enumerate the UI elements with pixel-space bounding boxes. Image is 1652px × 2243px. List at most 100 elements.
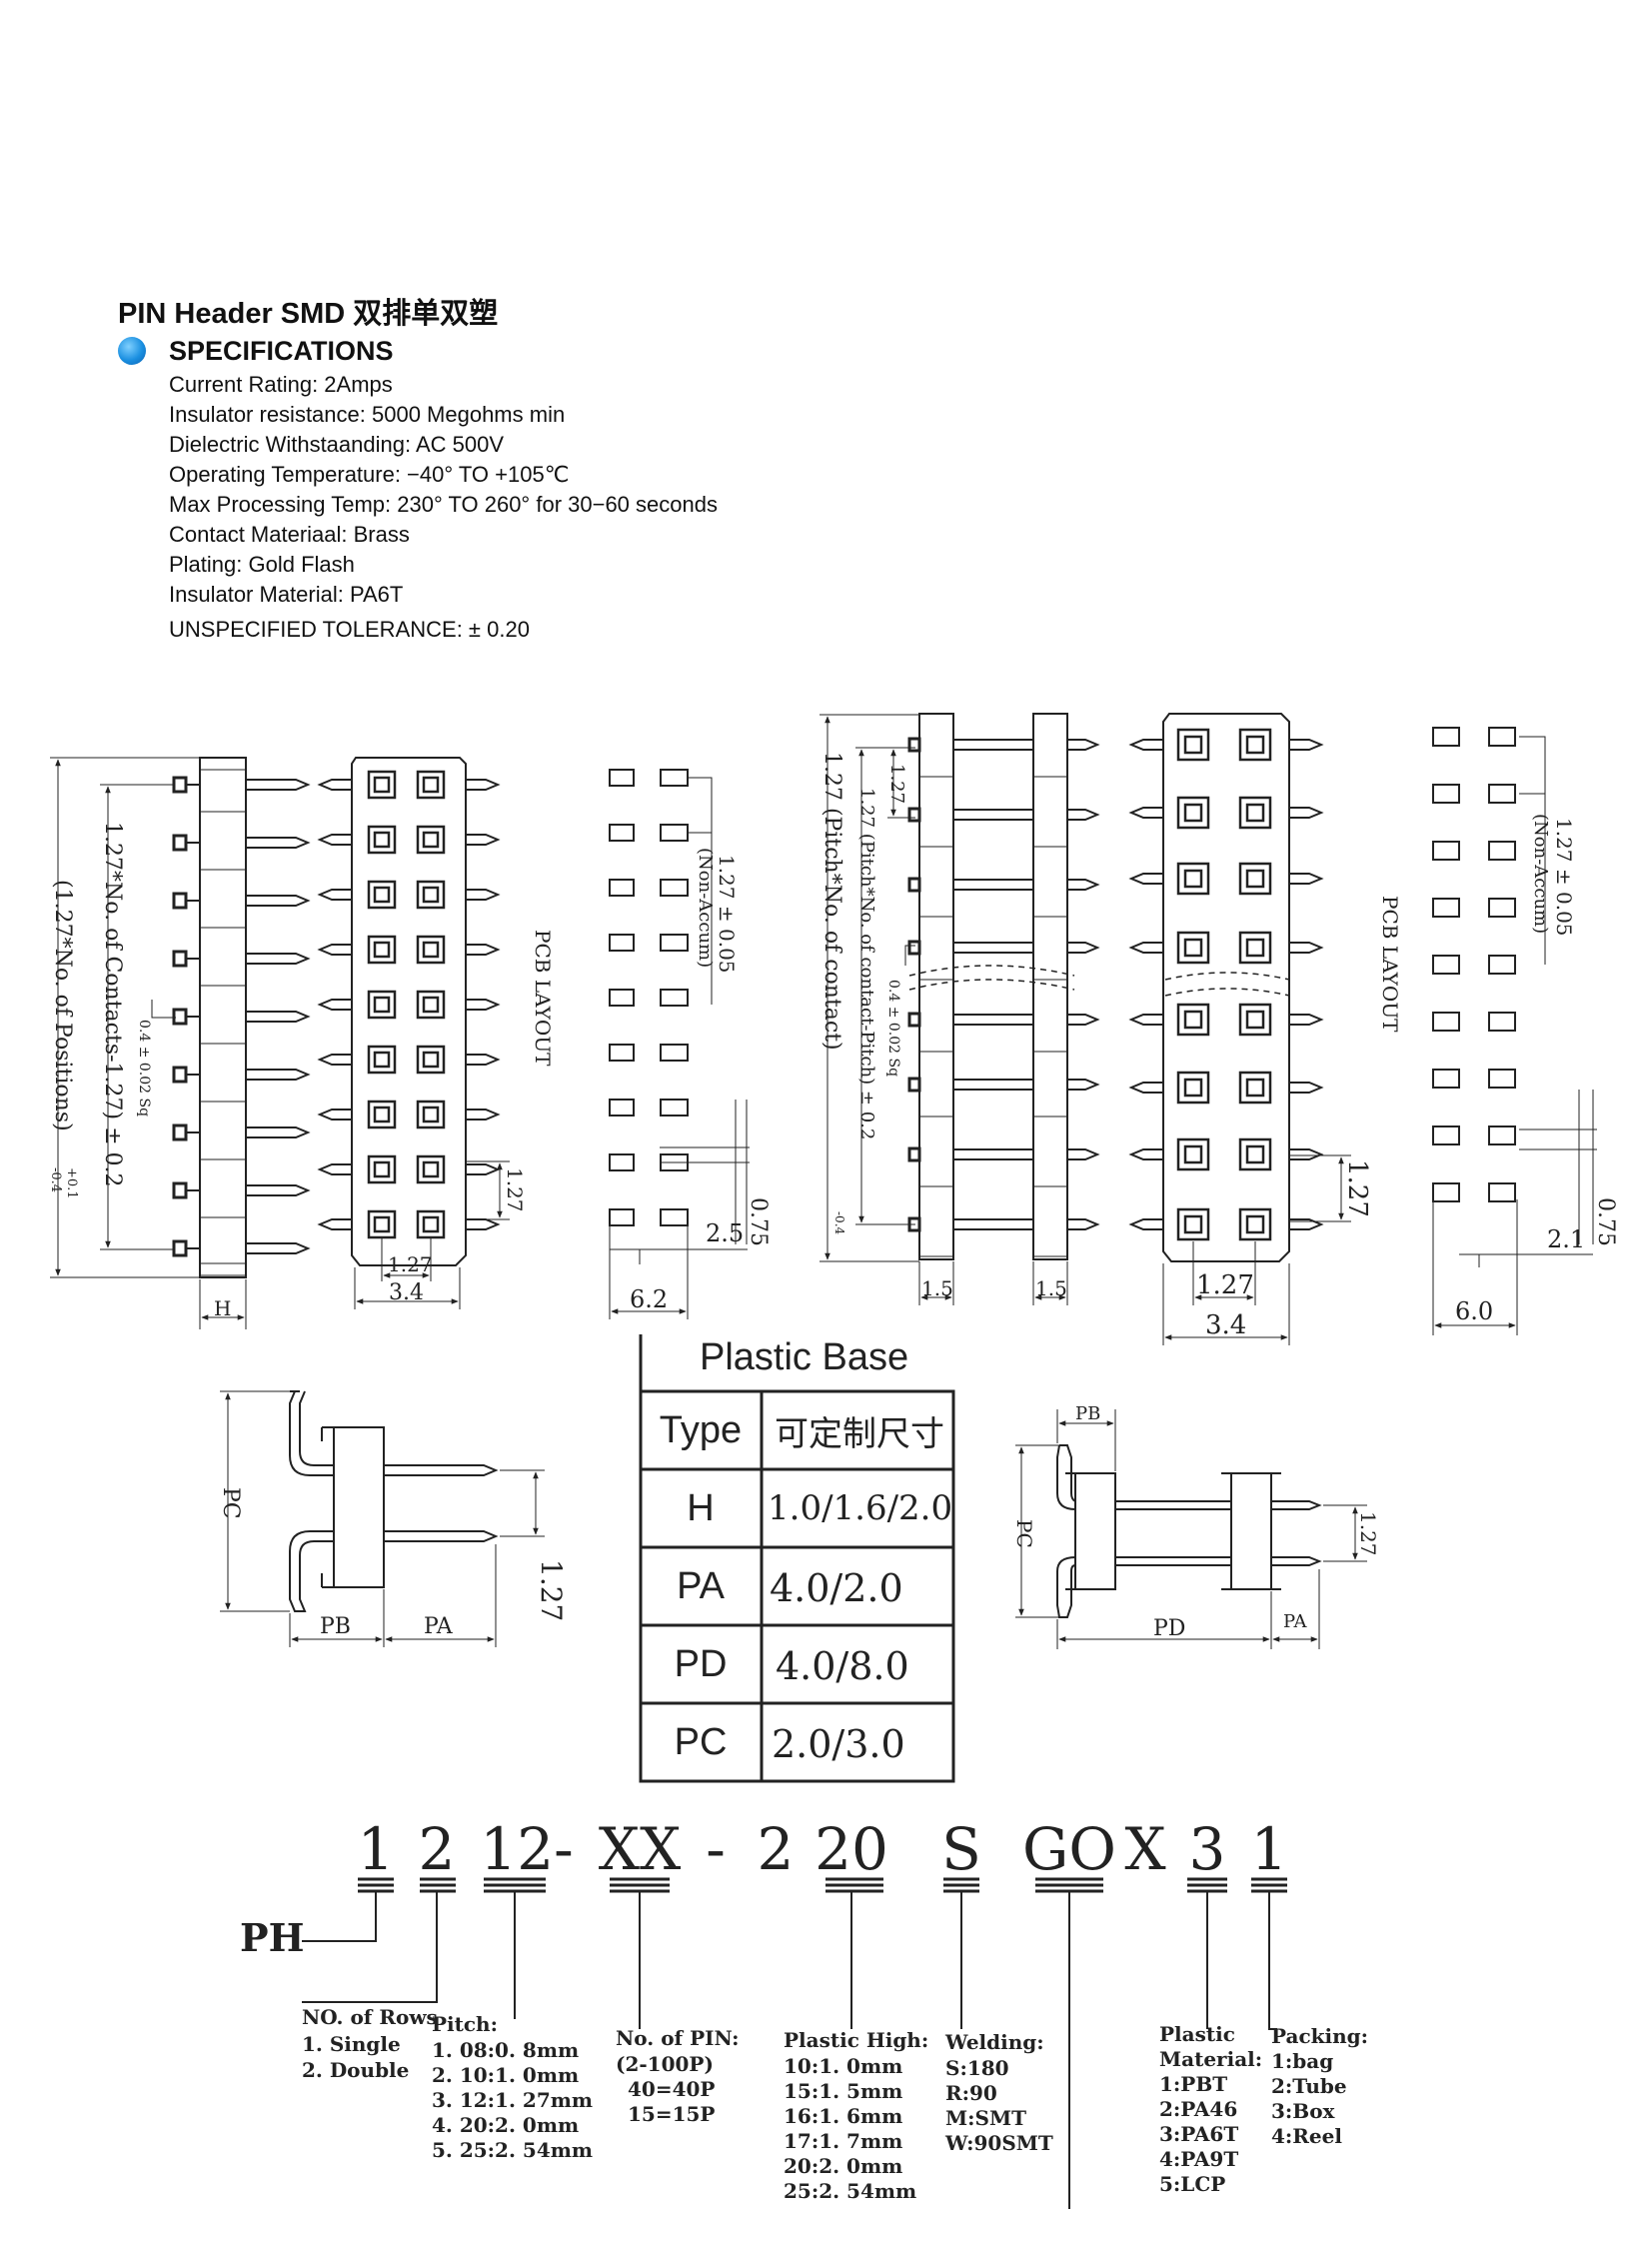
pin-lead — [246, 837, 311, 849]
d1-width: 3.4 — [389, 1280, 424, 1305]
pcb-pad — [1488, 1182, 1516, 1202]
pin-lead — [246, 1184, 311, 1196]
d2-pcb-layout-label: PCB LAYOUT — [1378, 896, 1402, 1033]
d1-width-pitch: 1.27 — [388, 1252, 433, 1276]
pin-lead — [1128, 873, 1163, 885]
code-char: 12- — [480, 1815, 573, 1883]
pin-lead — [246, 953, 311, 965]
pin-lead — [317, 779, 352, 791]
pcb-pad — [1432, 1069, 1460, 1089]
pin-cell — [422, 996, 440, 1014]
pin-lead — [1128, 942, 1163, 954]
pin-lead — [1289, 1082, 1324, 1094]
smd-foot — [907, 940, 921, 956]
d2-pcb-non-accum: (Non-Accum) — [1530, 814, 1551, 934]
code-char: GO — [1022, 1815, 1116, 1883]
code-char: 2 — [758, 1815, 795, 1883]
pin-cell — [373, 831, 391, 849]
page-title: PIN Header SMD 双排单双塑 — [118, 298, 499, 330]
pitch-item: 2. 10:1. 0mm — [432, 2063, 579, 2087]
pin-lead — [466, 834, 501, 846]
pcb-pad — [1488, 1069, 1516, 1089]
pin-cell — [367, 990, 397, 1020]
d1-positions-tol-top: +0.1 — [64, 1167, 79, 1199]
d1-pcb-total: 6.2 — [630, 1285, 668, 1313]
pins-item: 40=40P — [628, 2077, 715, 2101]
pin-cell — [1183, 869, 1203, 889]
pin-cell — [1176, 931, 1210, 965]
material-item: 4:PA9T — [1159, 2147, 1238, 2171]
pcb-pad — [1432, 1182, 1460, 1202]
pin-cell — [1238, 862, 1272, 896]
smd-foot — [172, 1008, 188, 1026]
side-right-pb: PB — [1075, 1403, 1100, 1424]
d2-right-dim: 1.5 — [1035, 1276, 1067, 1300]
specifications-list: Current Rating: 2Amps Insulator resistan… — [169, 370, 718, 610]
pin-cell — [1245, 1010, 1265, 1030]
side-left-pitch: 1.27 — [535, 1559, 568, 1621]
d2-pcb-pad-h: 0.75 — [1593, 1197, 1618, 1246]
pcb-pad — [1488, 1012, 1516, 1032]
d2-pcb-total: 6.0 — [1455, 1297, 1493, 1325]
material-item: 3:PA6T — [1159, 2122, 1238, 2146]
pcb-pad — [1432, 955, 1460, 975]
material-item: 2:PA46 — [1159, 2097, 1237, 2121]
d2-top-pitch: 1.27 — [886, 764, 907, 804]
pcb-pad — [660, 769, 689, 787]
pin-cell — [1176, 796, 1210, 830]
smd-foot — [907, 737, 921, 753]
pin-cell — [1245, 869, 1265, 889]
pcb-pad — [609, 934, 635, 952]
pin-lead — [1128, 1218, 1163, 1230]
pin-lead — [246, 1011, 311, 1023]
pin-cell — [422, 1106, 440, 1123]
pin-cell — [416, 825, 446, 855]
pin-cell — [1238, 1003, 1272, 1037]
pin-cell — [1238, 931, 1272, 965]
d2-width: 3.4 — [1205, 1310, 1246, 1340]
table-row-value: 4.0/8.0 — [776, 1644, 909, 1688]
pcb-pad — [609, 1153, 635, 1171]
pin-lead — [466, 1109, 501, 1121]
pin-lead — [246, 1126, 311, 1138]
pin-cell — [367, 1100, 397, 1129]
part-prefix: PH — [240, 1915, 304, 1960]
material-title-2: Material: — [1159, 2047, 1262, 2071]
d1-contacts-dim: 1.27*No. of Contacts-1.27) ± 0.2 — [100, 822, 125, 1187]
part-number-leaders — [302, 1877, 1287, 2209]
d1-positions-tol-bottom: -0.4 — [48, 1167, 63, 1192]
pin-cell — [1183, 1078, 1203, 1098]
spec-item: Plating: Gold Flash — [169, 552, 355, 577]
pcb-pad — [609, 824, 635, 842]
pin-cell — [416, 935, 446, 965]
d2-pcb-pad-w: 2.1 — [1547, 1225, 1585, 1253]
side-left-pa: PA — [424, 1614, 454, 1639]
plastic-high-item: 20:2. 0mm — [784, 2154, 902, 2178]
pcb-pad — [660, 1208, 689, 1226]
material-item: 1:PBT — [1159, 2072, 1227, 2096]
pin-cell — [1245, 1144, 1265, 1164]
pin-cell — [1183, 803, 1203, 823]
pin-cell — [367, 1209, 397, 1239]
side-right-pd: PD — [1153, 1616, 1185, 1641]
spec-item: Contact Materiaal: Brass — [169, 522, 410, 547]
pin-cell — [1238, 1137, 1272, 1171]
pin-cell — [416, 1154, 446, 1184]
pin-cell — [1176, 1071, 1210, 1105]
pin-cell — [367, 880, 397, 910]
pin-lead — [1128, 807, 1163, 819]
pin-cell — [373, 1051, 391, 1069]
pcb-pad — [1488, 841, 1516, 861]
pcb-pad — [660, 824, 689, 842]
pin-lead — [317, 944, 352, 956]
pin-cell — [1238, 1071, 1272, 1105]
packing-item: 1:bag — [1271, 2049, 1333, 2073]
pin-cell — [416, 1100, 446, 1129]
code-char: - — [706, 1815, 726, 1883]
spec-item: Insulator resistance: 5000 Megohms min — [169, 402, 566, 427]
side-right-pc: PC — [1012, 1519, 1036, 1548]
table-header-value: 可定制尺寸 — [775, 1414, 944, 1454]
pin-cell — [1245, 803, 1265, 823]
pins-item: 15=15P — [628, 2102, 715, 2126]
pcb-pad — [609, 769, 635, 787]
